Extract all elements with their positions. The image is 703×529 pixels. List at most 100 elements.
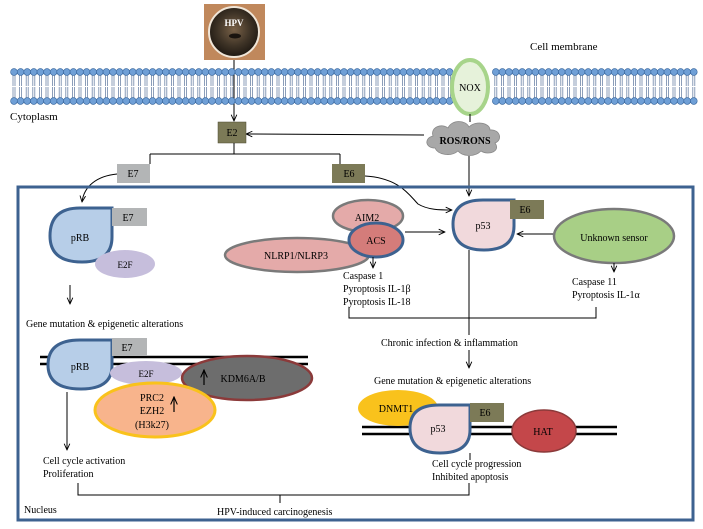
lipid-tail xyxy=(507,87,511,98)
lipid-head xyxy=(43,68,51,76)
lipid-tail xyxy=(111,87,115,98)
lipid-tail xyxy=(151,87,154,98)
lipid-head xyxy=(505,97,513,105)
lipid-tail xyxy=(91,87,95,98)
lipid-head xyxy=(254,97,262,105)
lipid-tail xyxy=(322,87,326,98)
lipid-head xyxy=(604,97,612,105)
lipid-tail xyxy=(230,87,234,98)
pyroptosis-il18-label: Pyroptosis IL-18 xyxy=(343,297,411,308)
nlrp-label: NLRP1/NLRP3 xyxy=(264,251,328,262)
dnmt1-label: DNMT1 xyxy=(379,404,413,415)
lipid-tail xyxy=(567,75,570,86)
lipid-head xyxy=(439,68,447,76)
lipid-tail xyxy=(316,75,319,86)
lipid-tail xyxy=(679,87,682,98)
lipid-head xyxy=(129,97,137,105)
e6-box-cytoplasm: E6 xyxy=(332,164,365,183)
lipid-head xyxy=(386,97,394,105)
lipid-head xyxy=(155,97,163,105)
lipid-head xyxy=(201,97,210,105)
lipid-tail xyxy=(375,75,379,86)
lipid-head xyxy=(683,68,691,76)
lipid-head xyxy=(544,97,553,105)
lipid-tail xyxy=(52,87,55,98)
lipid-tail xyxy=(586,87,590,98)
lipid-head xyxy=(577,97,586,105)
lipid-tail xyxy=(382,87,385,98)
lipid-head xyxy=(247,68,256,76)
lipid-head xyxy=(49,97,58,105)
acs-label: ACS xyxy=(366,236,385,247)
lipid-head xyxy=(181,68,190,76)
ros-rons-cloud: ROS/RONS xyxy=(426,121,500,156)
lipid-head xyxy=(188,68,196,76)
lipid-tail xyxy=(567,87,570,98)
lipid-head xyxy=(617,68,625,76)
lipid-tail xyxy=(514,87,517,98)
lipid-tail xyxy=(329,75,333,86)
lipid-head xyxy=(10,97,18,105)
lipid-head xyxy=(492,97,500,105)
lipid-head xyxy=(247,97,256,105)
p53-label-lower: p53 xyxy=(431,424,446,435)
lipid-head xyxy=(346,97,355,105)
aim2-label: AIM2 xyxy=(355,213,379,224)
lipid-head xyxy=(551,68,559,76)
lipid-tail xyxy=(184,75,187,86)
lipid-tail xyxy=(190,75,194,86)
lipid-tail xyxy=(171,75,174,86)
lipid-tail xyxy=(349,75,352,86)
lipid-head xyxy=(690,68,698,76)
lipid-tail xyxy=(494,75,498,86)
lipid-head xyxy=(16,68,25,76)
lipid-head xyxy=(274,68,282,76)
lipid-tail xyxy=(309,75,313,86)
e2f-label-upper: E2F xyxy=(117,260,132,270)
lipid-head xyxy=(637,68,645,76)
lipid-head xyxy=(300,68,309,76)
lipid-head xyxy=(551,97,559,105)
lipid-tail xyxy=(573,87,577,98)
lipid-head xyxy=(280,97,289,105)
gene-mutation-label-left: Gene mutation & epigenetic alterations xyxy=(26,319,183,330)
lipid-tail xyxy=(19,75,22,86)
arrow-e6-to-p53 xyxy=(364,175,452,210)
lipid-tail xyxy=(263,75,267,86)
lipid-head xyxy=(56,68,64,76)
lipid-head xyxy=(148,97,157,105)
lipid-head xyxy=(353,68,361,76)
lipid-tail xyxy=(362,87,366,98)
prb-label-lower: pRB xyxy=(71,362,90,373)
lipid-tail xyxy=(369,75,372,86)
lipid-tail xyxy=(547,87,550,98)
lipid-head xyxy=(195,97,203,105)
ros-rons-label: ROS/RONS xyxy=(439,136,491,147)
lipid-tail xyxy=(342,75,346,86)
lipid-tail xyxy=(586,75,590,86)
lipid-tail xyxy=(580,75,583,86)
nucleus-boundary xyxy=(16,185,695,522)
lipid-tail xyxy=(402,75,405,86)
lipid-tail xyxy=(12,87,16,98)
lipid-tail xyxy=(415,75,418,86)
lipid-tail xyxy=(303,87,306,98)
lipid-head xyxy=(102,97,111,105)
lipid-head xyxy=(56,97,64,105)
lipid-tail xyxy=(685,75,689,86)
lipid-head xyxy=(89,68,97,76)
lipid-tail xyxy=(402,87,405,98)
e2f-upper: E2F xyxy=(95,250,155,278)
e6-label-nucleus-lower: E6 xyxy=(479,408,490,419)
lipid-head xyxy=(162,97,170,105)
lipid-tail xyxy=(336,87,339,98)
lipid-head xyxy=(228,68,236,76)
lipid-head xyxy=(630,68,639,76)
lipid-head xyxy=(419,97,427,105)
lipid-tail xyxy=(534,87,537,98)
lipid-tail xyxy=(540,75,544,86)
lipid-head xyxy=(109,68,117,76)
lipid-head xyxy=(617,97,625,105)
lipid-tail xyxy=(210,87,214,98)
lipid-head xyxy=(604,68,612,76)
